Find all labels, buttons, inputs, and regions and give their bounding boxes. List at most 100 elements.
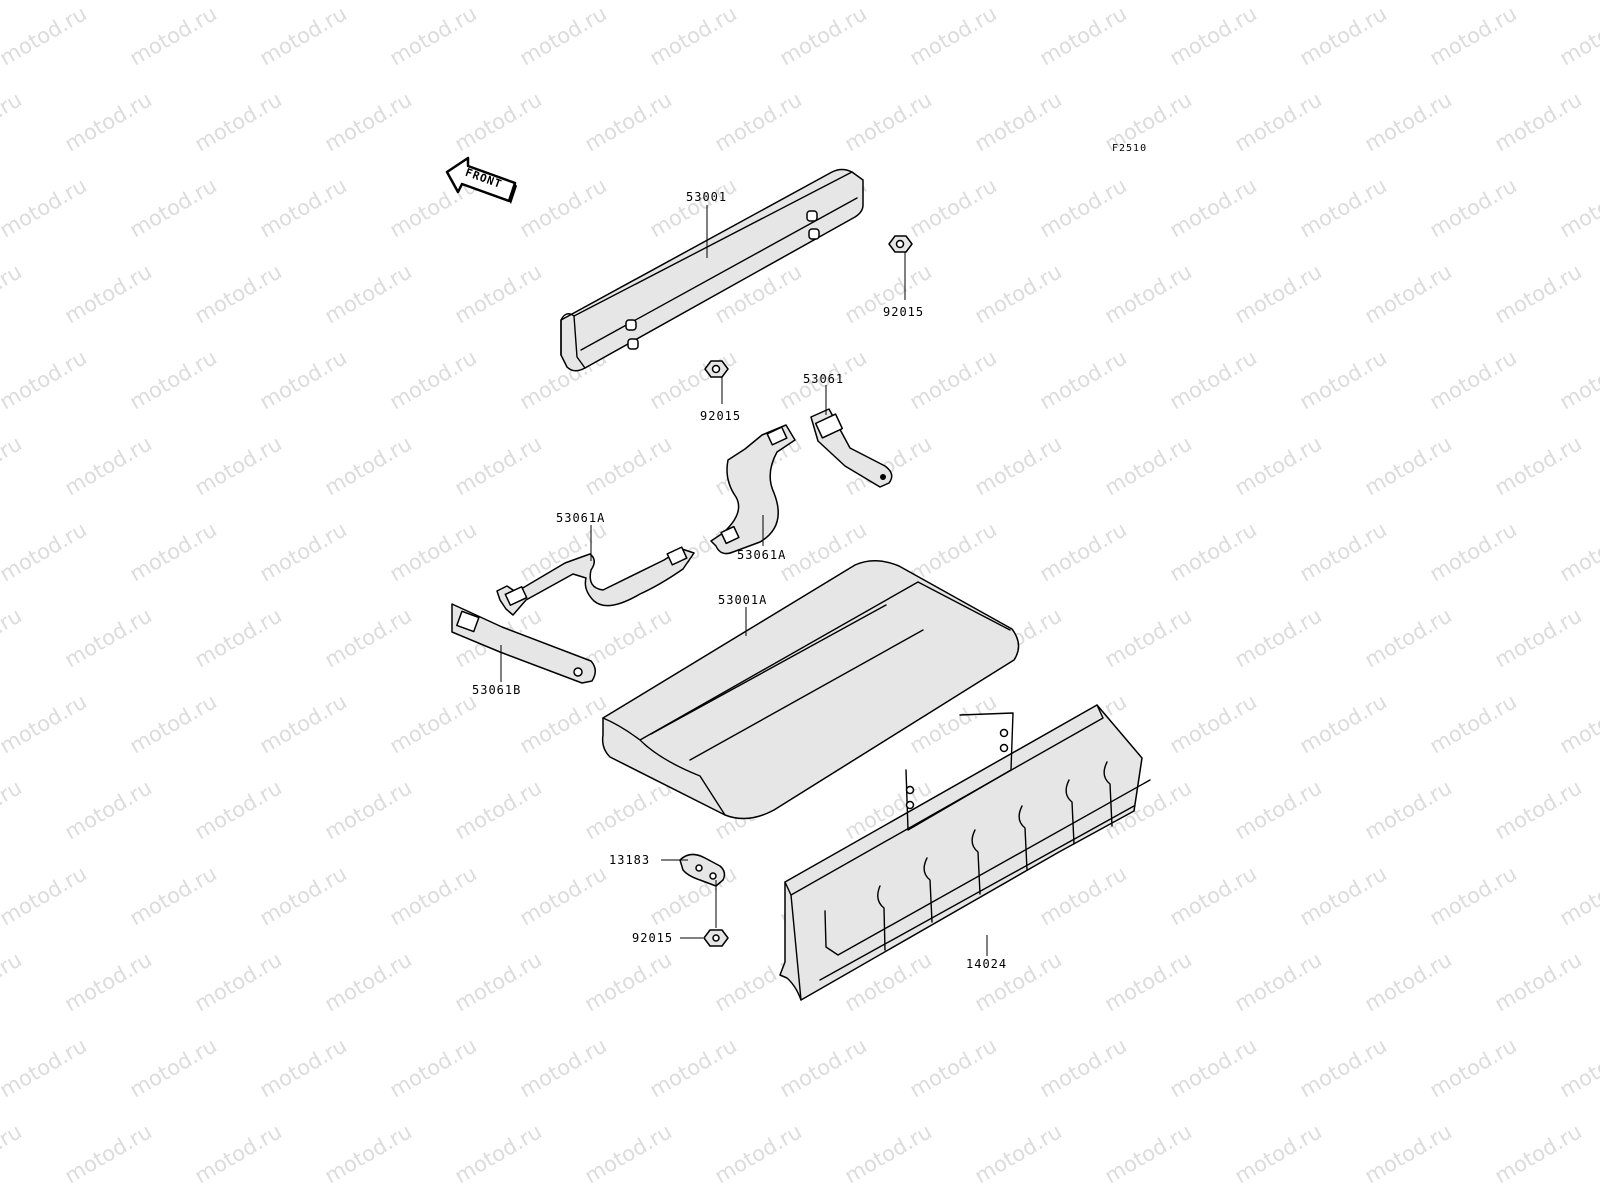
watermark-text: motod.ru <box>386 861 481 930</box>
watermark-text: motod.ru <box>321 1119 416 1188</box>
watermark-text: motod.ru <box>191 947 286 1016</box>
watermark-text: motod.ru <box>516 1 611 70</box>
watermark-text: motod.ru <box>1296 1033 1391 1102</box>
watermark-text: motod.ru <box>61 431 156 500</box>
watermark-text: motod.ru <box>1231 87 1326 156</box>
watermark-text: motod.ru <box>516 689 611 758</box>
watermark-text: motod.ru <box>61 1119 156 1188</box>
watermark-text: motod.ru <box>1491 947 1586 1016</box>
watermark-text: motod.ru <box>1491 775 1586 844</box>
watermark-text: motod.ru <box>1231 947 1326 1016</box>
part-53061B-strap <box>451 603 596 684</box>
heat-guard-fins <box>819 761 1151 981</box>
label-53061A-left: 53061A <box>556 511 605 525</box>
watermark-text: motod.ru <box>1296 861 1391 930</box>
watermark-text: motod.ru <box>61 603 156 672</box>
label-92015-bottom: 92015 <box>632 931 673 945</box>
watermark-text: motod.ru <box>1361 1119 1456 1188</box>
label-13183: 13183 <box>609 853 650 867</box>
watermark-text: motod.ru <box>1296 1 1391 70</box>
watermark-text: motod.ru <box>1036 173 1131 242</box>
watermark-text: motod.ru <box>1101 431 1196 500</box>
watermark-text: motod.ru <box>1491 259 1586 328</box>
watermark-text: motod.ru <box>0 173 91 242</box>
watermark-text: motod.ru <box>451 431 546 500</box>
callout-labels: 53001 92015 92015 53061 53061A 53061A 53… <box>472 190 1006 971</box>
watermark-text: motod.ru <box>1361 947 1456 1016</box>
part-13183-bracket <box>679 853 726 887</box>
part-53001A-seat-cushion <box>601 560 1020 820</box>
watermark-text: motod.ru <box>256 1 351 70</box>
watermark-text: motod.ru <box>971 87 1066 156</box>
nut-92015-right <box>888 235 913 253</box>
watermark-text: motod.ru <box>1426 1 1521 70</box>
watermark-text: motod.ru <box>1296 345 1391 414</box>
watermark-text: motod.ru <box>581 603 676 672</box>
watermark-text: motod.ru <box>126 517 221 586</box>
watermark-text: motod.ru <box>386 345 481 414</box>
watermark-text: motod.ru <box>0 1 91 70</box>
watermark-text: motod.ru <box>256 861 351 930</box>
watermark-text: motod.ru <box>1556 861 1600 930</box>
part-53001-seat-base <box>560 168 864 372</box>
watermark-text: motod.ru <box>776 1 871 70</box>
watermark-text: motod.ru <box>1426 861 1521 930</box>
watermark-text: motod.ru <box>1166 861 1261 930</box>
part-53061A-strap-right <box>710 424 796 555</box>
part-53061A-strap-left <box>496 546 695 616</box>
watermark-text: motod.ru <box>711 1119 806 1188</box>
watermark-text: motod.ru <box>971 1119 1066 1188</box>
watermark-text: motod.ru <box>971 431 1066 500</box>
watermark-text: motod.ru <box>906 517 1001 586</box>
watermark-text: motod.ru <box>1101 603 1196 672</box>
watermark-text: motod.ru <box>256 345 351 414</box>
watermark-text: motod.ru <box>1231 431 1326 500</box>
label-92015-top-right: 92015 <box>883 305 924 319</box>
watermark-text: motod.ru <box>1556 517 1600 586</box>
watermark-text: motod.ru <box>1491 603 1586 672</box>
watermark-text: motod.ru <box>581 87 676 156</box>
watermark-text: motod.ru <box>1036 861 1131 930</box>
watermark-text: motod.ru <box>1491 87 1586 156</box>
watermark-text: motod.ru <box>126 345 221 414</box>
watermark-text: motod.ru <box>0 1119 26 1188</box>
part-53061-strap <box>810 408 893 488</box>
watermark-text: motod.ru <box>0 603 26 672</box>
watermark-text: motod.ru <box>906 1 1001 70</box>
watermark-text: motod.ru <box>451 1119 546 1188</box>
watermark-text: motod.ru <box>1556 1 1600 70</box>
watermark-text: motod.ru <box>581 775 676 844</box>
watermark-text: motod.ru <box>581 431 676 500</box>
watermark-text: motod.ru <box>0 1033 91 1102</box>
watermark-text: motod.ru <box>581 947 676 1016</box>
watermark-text: motod.ru <box>516 1033 611 1102</box>
watermark-text: motod.ru <box>386 1033 481 1102</box>
watermark-text: motod.ru <box>126 689 221 758</box>
watermark-text: motod.ru <box>256 689 351 758</box>
watermark-text: motod.ru <box>1231 259 1326 328</box>
watermark-text: motod.ru <box>0 345 91 414</box>
watermark-text: motod.ru <box>1101 1119 1196 1188</box>
watermark-text: motod.ru <box>321 775 416 844</box>
watermark-text: motod.ru <box>0 861 91 930</box>
watermark-text: motod.ru <box>61 947 156 1016</box>
watermark-text: motod.ru <box>516 861 611 930</box>
label-53001A: 53001A <box>718 593 767 607</box>
watermark-text: motod.ru <box>1556 1033 1600 1102</box>
label-53061A-right: 53061A <box>737 548 786 562</box>
watermark-text: motod.ru <box>646 1033 741 1102</box>
watermark-text: motod.ru <box>191 431 286 500</box>
watermark-text: motod.ru <box>0 517 91 586</box>
watermark-text: motod.ru <box>321 947 416 1016</box>
watermark-text: motod.ru <box>256 517 351 586</box>
watermark-text: motod.ru <box>191 775 286 844</box>
watermark-text: motod.ru <box>1361 603 1456 672</box>
watermark-text: motod.ru <box>0 87 26 156</box>
watermark-text: motod.ru <box>1166 173 1261 242</box>
label-53061B: 53061B <box>472 683 521 697</box>
watermark-text: motod.ru <box>1166 345 1261 414</box>
watermark-text: motod.ru <box>126 173 221 242</box>
figure-code: F2510 <box>1112 143 1147 154</box>
watermark-text: motod.ru <box>451 87 546 156</box>
watermark-text: motod.ru <box>841 1119 936 1188</box>
